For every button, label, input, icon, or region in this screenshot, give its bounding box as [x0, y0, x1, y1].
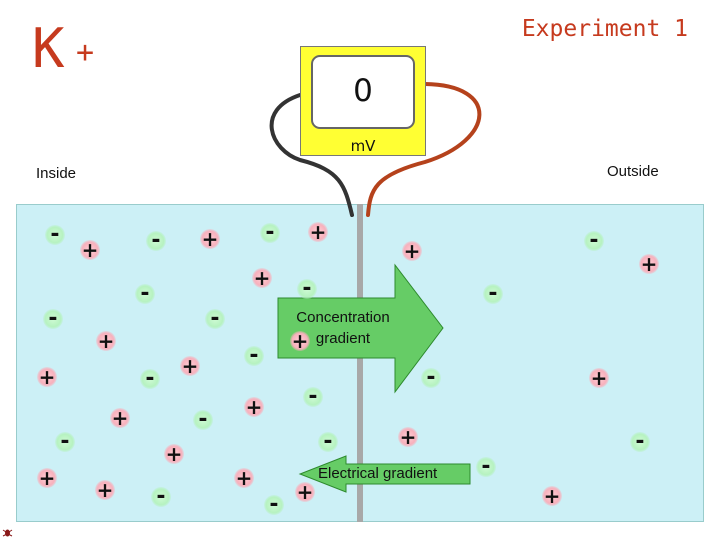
- negative-ion: -: [260, 222, 280, 244]
- negative-ion: -: [297, 278, 317, 300]
- positive-ion: +: [398, 425, 418, 449]
- bug-icon: [2, 529, 13, 537]
- negative-ion: -: [244, 345, 264, 367]
- inside-label: Inside: [36, 165, 77, 182]
- negative-ion: -: [303, 386, 323, 408]
- positive-ion: +: [244, 395, 264, 419]
- right-lead-wire: [366, 82, 482, 217]
- positive-ion: +: [252, 266, 272, 290]
- electrical-gradient-arrow: [298, 455, 471, 493]
- experiment-title: Experiment 1: [521, 16, 688, 42]
- positive-ion: +: [234, 466, 254, 490]
- outside-label: Outside: [607, 163, 659, 180]
- positive-ion: +: [542, 484, 562, 508]
- positive-ion: +: [37, 365, 57, 389]
- positive-ion: +: [80, 238, 100, 262]
- concentration-gradient-label: Concentration gradient: [296, 309, 390, 347]
- voltage-unit: mV: [350, 137, 376, 155]
- positive-ion: +: [180, 354, 200, 378]
- positive-ion: +: [589, 366, 609, 390]
- negative-ion: -: [476, 456, 496, 478]
- negative-ion: -: [43, 308, 63, 330]
- positive-ion: +: [402, 239, 422, 263]
- negative-ion: -: [45, 224, 65, 246]
- negative-ion: -: [140, 368, 160, 390]
- positive-ion: +: [95, 478, 115, 502]
- positive-ion: +: [164, 442, 184, 466]
- positive-ion: +: [308, 220, 328, 244]
- voltmeter: 0 mV: [300, 46, 426, 156]
- negative-ion: -: [146, 230, 166, 252]
- electrical-gradient-label: Electrical gradient: [318, 465, 438, 482]
- ion-charge: +: [76, 35, 95, 70]
- voltage-reading: 0: [353, 73, 373, 109]
- negative-ion: -: [584, 230, 604, 252]
- ion-symbol: K: [32, 17, 65, 80]
- positive-ion: +: [290, 329, 310, 353]
- negative-ion: -: [55, 431, 75, 453]
- positive-ion: +: [639, 252, 659, 276]
- negative-ion: -: [421, 367, 441, 389]
- positive-ion: +: [200, 227, 220, 251]
- negative-ion: -: [264, 494, 284, 516]
- negative-ion: -: [318, 431, 338, 453]
- negative-ion: -: [483, 283, 503, 305]
- negative-ion: -: [205, 308, 225, 330]
- membrane: [357, 204, 363, 522]
- negative-ion: -: [193, 409, 213, 431]
- concentration-gradient-arrow: [277, 263, 444, 394]
- positive-ion: +: [295, 480, 315, 504]
- positive-ion: +: [37, 466, 57, 490]
- negative-ion: -: [630, 431, 650, 453]
- left-lead-wire: [269, 93, 354, 217]
- negative-ion: -: [135, 283, 155, 305]
- voltmeter-display: 0: [311, 55, 415, 129]
- positive-ion: +: [110, 406, 130, 430]
- negative-ion: -: [151, 486, 171, 508]
- positive-ion: +: [96, 329, 116, 353]
